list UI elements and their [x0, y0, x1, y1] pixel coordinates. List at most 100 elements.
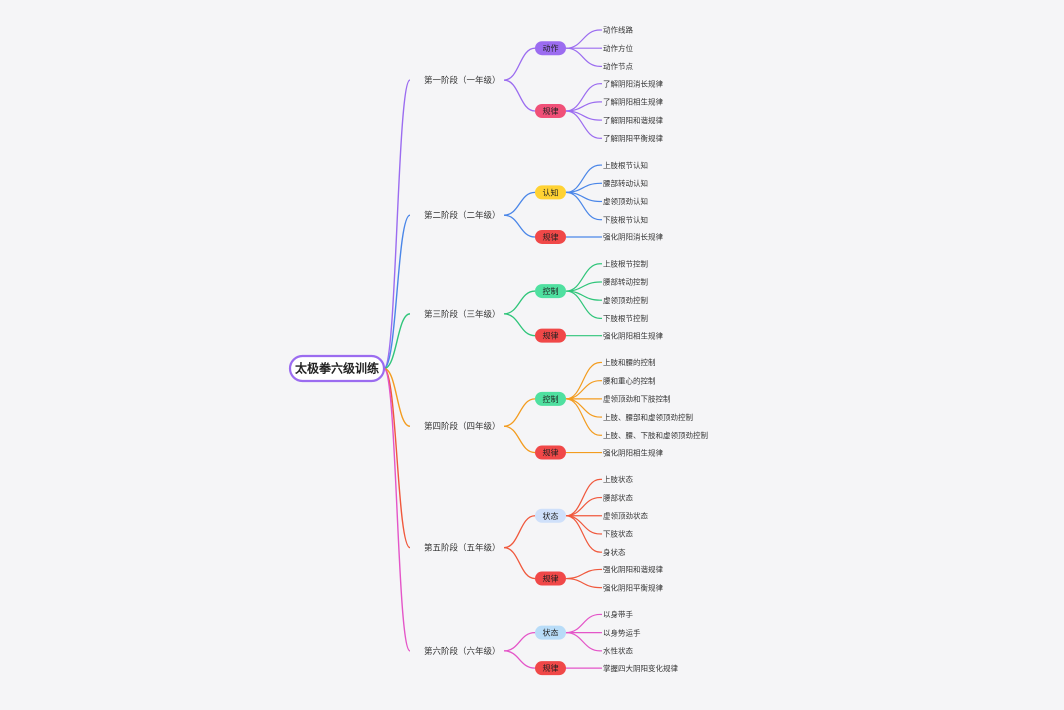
- category-label: 状态: [543, 628, 559, 638]
- connector-lines: [383, 29, 602, 669]
- category-label: 认知: [543, 187, 559, 197]
- leaf-node-label[interactable]: 上肢、腰部和虚领顶劲控制: [603, 412, 693, 422]
- leaf-node-label[interactable]: 水性状态: [603, 646, 633, 656]
- leaf-node-label[interactable]: 强化阴阳消长规律: [603, 232, 663, 242]
- leaf-node-label[interactable]: 身状态: [603, 547, 626, 557]
- leaf-connector: [565, 515, 601, 553]
- root-node-box[interactable]: [288, 354, 386, 383]
- category-label: 规律: [543, 106, 559, 116]
- leaf-connector: [565, 191, 601, 221]
- category-connector: [503, 313, 536, 337]
- leaf-node-label[interactable]: 下肢根节控制: [603, 313, 648, 323]
- category-node[interactable]: 状态: [535, 625, 566, 640]
- stage-node-label[interactable]: 第四阶段（四年级）: [424, 421, 501, 432]
- leaf-node-label[interactable]: 腰和重心的控制: [603, 375, 656, 385]
- stage-node-label[interactable]: 第二阶段（二年级）: [424, 210, 501, 221]
- leaf-node-label[interactable]: 上肢、腰、下肢和虚领顶劲控制: [603, 430, 708, 440]
- category-pill[interactable]: [535, 508, 566, 523]
- category-label: 规律: [543, 448, 559, 458]
- stage-node-label[interactable]: 第五阶段（五年级）: [424, 543, 501, 554]
- category-label: 规律: [543, 232, 559, 242]
- category-connector: [503, 425, 536, 454]
- leaf-connector: [565, 478, 601, 517]
- stage-connector: [383, 367, 411, 652]
- leaf-node-label[interactable]: 强化阴阳和谐规律: [603, 564, 663, 574]
- category-pill[interactable]: [535, 391, 566, 406]
- leaf-node-label[interactable]: 以身带手: [603, 609, 633, 619]
- leaf-node-label[interactable]: 了解阴阳和谐规律: [603, 115, 663, 125]
- leaf-node-label[interactable]: 了解阴阳消长规律: [603, 78, 663, 88]
- leaf-node-label[interactable]: 掌握四大阴阳变化规律: [603, 663, 678, 673]
- category-pill[interactable]: [535, 185, 566, 200]
- category-node[interactable]: 控制: [535, 391, 566, 406]
- category-pill[interactable]: [535, 445, 566, 460]
- category-pill[interactable]: [535, 571, 566, 586]
- leaf-node-label[interactable]: 虚领顶劲控制: [603, 295, 648, 305]
- category-label: 规律: [543, 663, 559, 673]
- leaf-node-label[interactable]: 下肢根节认知: [603, 214, 648, 224]
- leaf-node-label[interactable]: 动作方位: [603, 43, 633, 53]
- category-pill[interactable]: [535, 625, 566, 640]
- category-pill[interactable]: [535, 661, 566, 676]
- stage-connector: [383, 367, 411, 549]
- leaf-connector: [565, 361, 601, 400]
- stage-node-label[interactable]: 第六阶段（六年级）: [424, 646, 501, 657]
- category-connector: [503, 547, 536, 580]
- category-node[interactable]: 规律: [535, 571, 566, 586]
- leaf-connector: [565, 632, 601, 652]
- leaf-node-label[interactable]: 强化阴阳相生规律: [603, 330, 663, 340]
- category-connector: [503, 79, 536, 112]
- leaf-connector: [565, 568, 601, 580]
- category-node[interactable]: 规律: [535, 328, 566, 343]
- leaf-node-label[interactable]: 腰部转动认知: [603, 178, 648, 188]
- leaf-node-label[interactable]: 腰部状态: [603, 492, 633, 502]
- category-node[interactable]: 控制: [535, 284, 566, 299]
- leaf-connector: [565, 496, 601, 517]
- root-node[interactable]: 太极拳六级训练: [288, 354, 386, 383]
- leaf-node-label[interactable]: 上肢状态: [603, 474, 633, 484]
- leaf-connector: [565, 577, 601, 589]
- category-label: 规律: [543, 331, 559, 341]
- leaf-node-label[interactable]: 了解阴阳相生规律: [603, 97, 663, 107]
- leaf-node-label[interactable]: 虚领顶劲状态: [603, 510, 648, 520]
- leaf-connector: [565, 515, 601, 535]
- leaf-node-label[interactable]: 强化阴阳平衡规律: [603, 582, 663, 592]
- leaf-node-label[interactable]: 上肢根节认知: [603, 160, 648, 170]
- category-label: 控制: [543, 286, 559, 296]
- leaf-node-label[interactable]: 动作节点: [603, 61, 633, 71]
- category-label: 状态: [543, 511, 559, 521]
- category-connector: [503, 290, 536, 315]
- category-label: 控制: [543, 394, 559, 404]
- leaf-node-label[interactable]: 了解阴阳平衡规律: [603, 133, 663, 143]
- leaf-node-label[interactable]: 上肢根节控制: [603, 258, 648, 268]
- category-node[interactable]: 动作: [535, 41, 566, 56]
- leaf-node-label[interactable]: 下肢状态: [603, 529, 633, 539]
- category-pill[interactable]: [535, 284, 566, 299]
- stage-node-label[interactable]: 第一阶段（一年级）: [424, 75, 501, 86]
- category-node[interactable]: 规律: [535, 445, 566, 460]
- category-node[interactable]: 规律: [535, 661, 566, 676]
- category-node[interactable]: 规律: [535, 229, 566, 244]
- leaf-node-label[interactable]: 腰部转动控制: [603, 277, 648, 287]
- root-node-label: 太极拳六级训练: [295, 361, 379, 376]
- category-pill[interactable]: [535, 328, 566, 343]
- leaf-connector: [565, 290, 601, 319]
- leaf-node-label[interactable]: 虚领顶劲认知: [603, 196, 648, 206]
- leaf-node-label[interactable]: 以身势运手: [603, 627, 641, 637]
- category-pill[interactable]: [535, 41, 566, 56]
- category-node[interactable]: 规律: [535, 103, 566, 118]
- leaf-node-label[interactable]: 强化阴阳相生规律: [603, 447, 663, 457]
- stage-node-label[interactable]: 第三阶段（三年级）: [424, 309, 501, 320]
- category-node[interactable]: 认知: [535, 185, 566, 200]
- leaf-connector: [565, 398, 601, 418]
- category-pill[interactable]: [535, 103, 566, 118]
- leaf-node-label[interactable]: 虚领顶劲和下肢控制: [603, 394, 671, 404]
- category-connector: [503, 650, 536, 669]
- leaf-connector: [565, 110, 601, 139]
- leaf-connector: [565, 613, 601, 634]
- category-pill[interactable]: [535, 229, 566, 244]
- category-node[interactable]: 状态: [535, 508, 566, 523]
- leaf-node-label[interactable]: 上肢和腰的控制: [603, 357, 656, 367]
- leaf-node-label[interactable]: 动作线路: [603, 25, 633, 35]
